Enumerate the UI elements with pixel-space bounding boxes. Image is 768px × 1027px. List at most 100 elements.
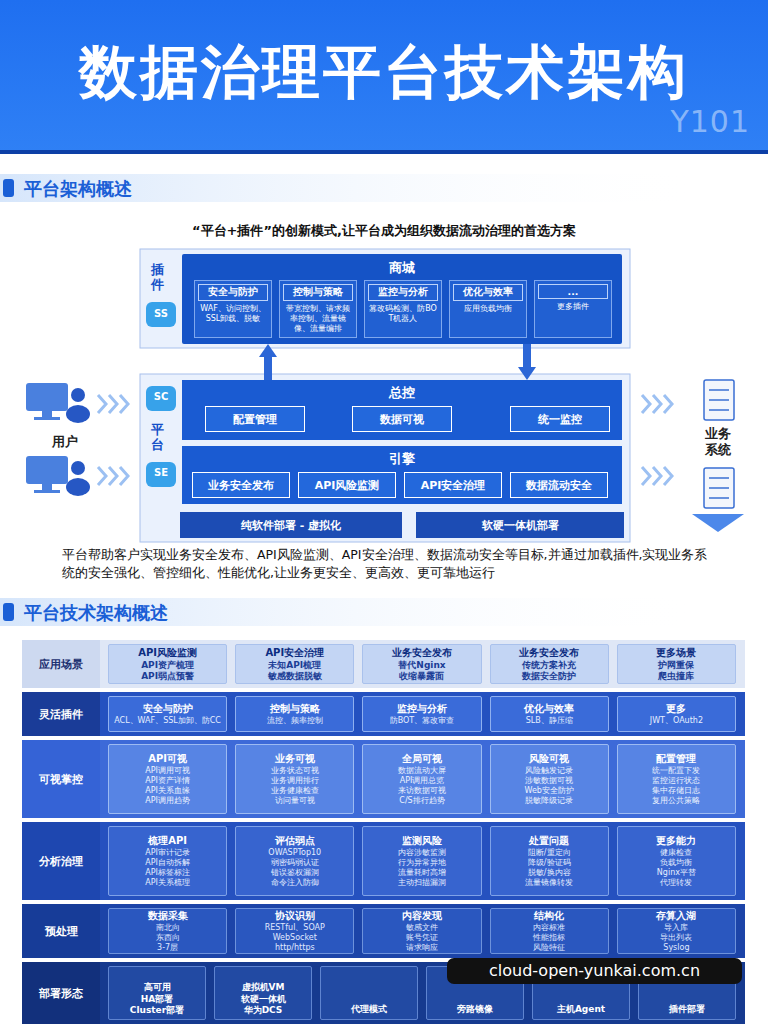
table-cell: 监测风险内容涉敏监测行为异常异地流量耗时高增主动扫描漏洞 [362,826,481,896]
node-text: 业务调用排行 [271,776,319,786]
node-text: 业务状态可视 [271,766,319,776]
node-heading: API风险监测 [315,478,380,493]
node-text: 护网重保 [658,660,694,671]
node-text: 业务健康检查 [271,786,319,796]
flow-chevron [109,467,117,485]
server-slot [709,497,729,499]
flow-chevron [664,467,672,485]
node-text: 风险触发记录 [525,766,573,776]
node-text: API审计记录 [145,848,190,858]
node-heading: 梳理API [148,835,187,847]
node-heading: 分析治理 [22,822,100,900]
app-icon [146,386,176,411]
node-text: 软硬一体机 [241,994,286,1005]
node-heading: 安全与防护 [198,284,268,301]
node-text: API调用总览 [400,776,445,786]
table-cell: 更多能力健康检查负载均衡Nginx平替代理转发 [617,826,736,896]
node-text: API标签标注 [145,868,190,878]
icon-text: SS [146,308,176,319]
node-text: 敏感文件 [406,923,438,933]
table-cell: 数据采集南北向东西向3-7层 [108,908,227,954]
node-text: API自动拆解 [145,858,190,868]
flow-chevron [109,395,117,413]
node-text: 阻断/重定向 [528,848,571,858]
node-text: API资产梳理 [141,660,194,671]
node-heading: 更多能力 [656,835,696,847]
node-text: 导出列表 [660,933,692,943]
node-text: 监控运行状态 [652,776,700,786]
module-box: API风险监测 [298,472,396,498]
node-heading: 业务安全发布 [519,647,579,659]
monitor-screen [26,456,68,484]
node-text: 收缩暴露面 [399,671,444,682]
table-cell: 结构化内容标准性能指标风险特征 [490,908,609,954]
table-row: 分析治理 梳理APIAPI审计记录API自动拆解API标签标注API关系梳理 评估弱… [22,822,745,900]
node-text: 涉敏数据可视 [525,776,573,786]
node-heading: 内容发现 [402,910,442,922]
node-text: 导入库 [664,923,688,933]
table-cell: 更多JWT、OAuth2 [617,696,736,732]
node-heading: 配置管理 [233,412,277,427]
server-slot [709,487,729,489]
table-cell: 更多场景护网重保爬虫撞库 [617,644,736,684]
table-cell: 评估弱点OWASPTop10弱密码弱认证错误鉴权漏洞命令注入防御 [235,826,354,896]
flow-chevron [653,467,661,485]
module-box: 配置管理 [205,406,305,432]
table-cell: 优化与效率SLB、静压缩 [490,696,609,732]
node-text: 应用负载均衡 [464,304,512,314]
module-box: API安全治理 [404,472,502,498]
node-text: 访问量可视 [275,796,315,806]
flow-chevron [642,467,650,485]
subtitle: “平台+插件”的创新模式,让平台成为组织数据流动治理的首选方案 [40,222,728,240]
node-heading: 监控与分析 [397,703,447,715]
deploy-box: 软硬一体机部署 [416,512,624,538]
node-text: API资产详情 [145,776,190,786]
header-strip [0,150,768,154]
node-text: API关系梳理 [145,878,190,888]
node-text: 请求响应 [406,943,438,953]
node-heading: 虚拟机VM [242,982,285,993]
table-cell: 风险可视风险触发记录涉敏数据可视Web安全防护脱敏降级记录 [490,744,609,814]
node-heading: 控制与策略 [270,703,320,715]
node-heading: 配置管理 [656,753,696,765]
table-cell: 处置问题阻断/重定向降级/验证码脱敏/换内容流量镜像转发 [490,826,609,896]
node-text: 数据流动大屏 [398,766,446,776]
node-heading: 预处理 [22,904,100,958]
node-heading: 控制与策略 [283,284,353,301]
node-text: 弱密码弱认证 [271,858,319,868]
node-heading: 主机Agent [557,1004,605,1015]
table-cell: 业务安全发布替代Nginx收缩暴露面 [362,644,481,684]
node-text: 健康检查 [660,848,692,858]
icon-text: SC [146,391,176,402]
node-text: 主动扫描漏洞 [398,878,446,888]
node-text: 脱敏降级记录 [525,796,573,806]
node-heading: 灵活插件 [22,692,100,736]
app-icon [146,462,176,487]
node-text: 脱敏/换内容 [528,868,571,878]
node-text: 流量镜像转发 [525,878,573,888]
server-slot [709,399,729,401]
node-text: HA部署 [141,994,174,1005]
watermark: cloud-open-yunkai.com.cn [447,958,742,984]
node-heading: 更多场景 [656,647,696,659]
flow-chevron [653,395,661,413]
node-text: 内容标准 [533,923,565,933]
node-heading: 数据采集 [148,910,188,922]
node-heading: 数据可视 [380,412,424,427]
flow-chevron [642,395,650,413]
node-text: 数据安全防护 [522,671,576,682]
node-heading: 监测风险 [402,835,442,847]
node-heading: 监控与分析 [368,284,438,301]
table-cell: API风险监测API资产梳理API弱点预警 [108,644,227,684]
node-heading: 插件部署 [669,1004,705,1015]
plugin-box: 安全与防护WAF、访问控制、SSL卸载、脱敏 [194,280,272,338]
node-heading: 纯软件部署 - 虚拟化 [241,518,341,533]
monitor-screen [26,383,68,411]
header-banner [0,0,768,152]
node-text: RESTful、SOAP [265,923,325,933]
node-text: API弱点预警 [141,671,194,682]
module-box: 数据流动安全 [510,472,608,498]
node-text: 带宽控制、请求频率控制、流量镜像、流量编排 [283,304,353,334]
node-text: Cluster部署 [130,1005,184,1016]
